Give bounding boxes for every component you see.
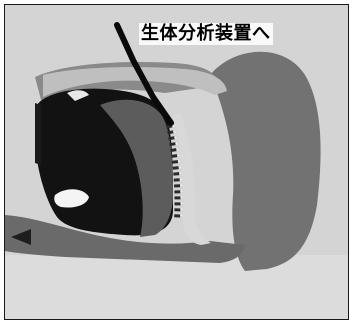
anatomy-diagram — [5, 5, 349, 320]
nose-edge — [35, 103, 41, 165]
figure-frame: 生体分析装置へ — [4, 4, 349, 320]
lower-region — [5, 255, 349, 320]
annotation-label: 生体分析装置へ — [139, 23, 273, 45]
